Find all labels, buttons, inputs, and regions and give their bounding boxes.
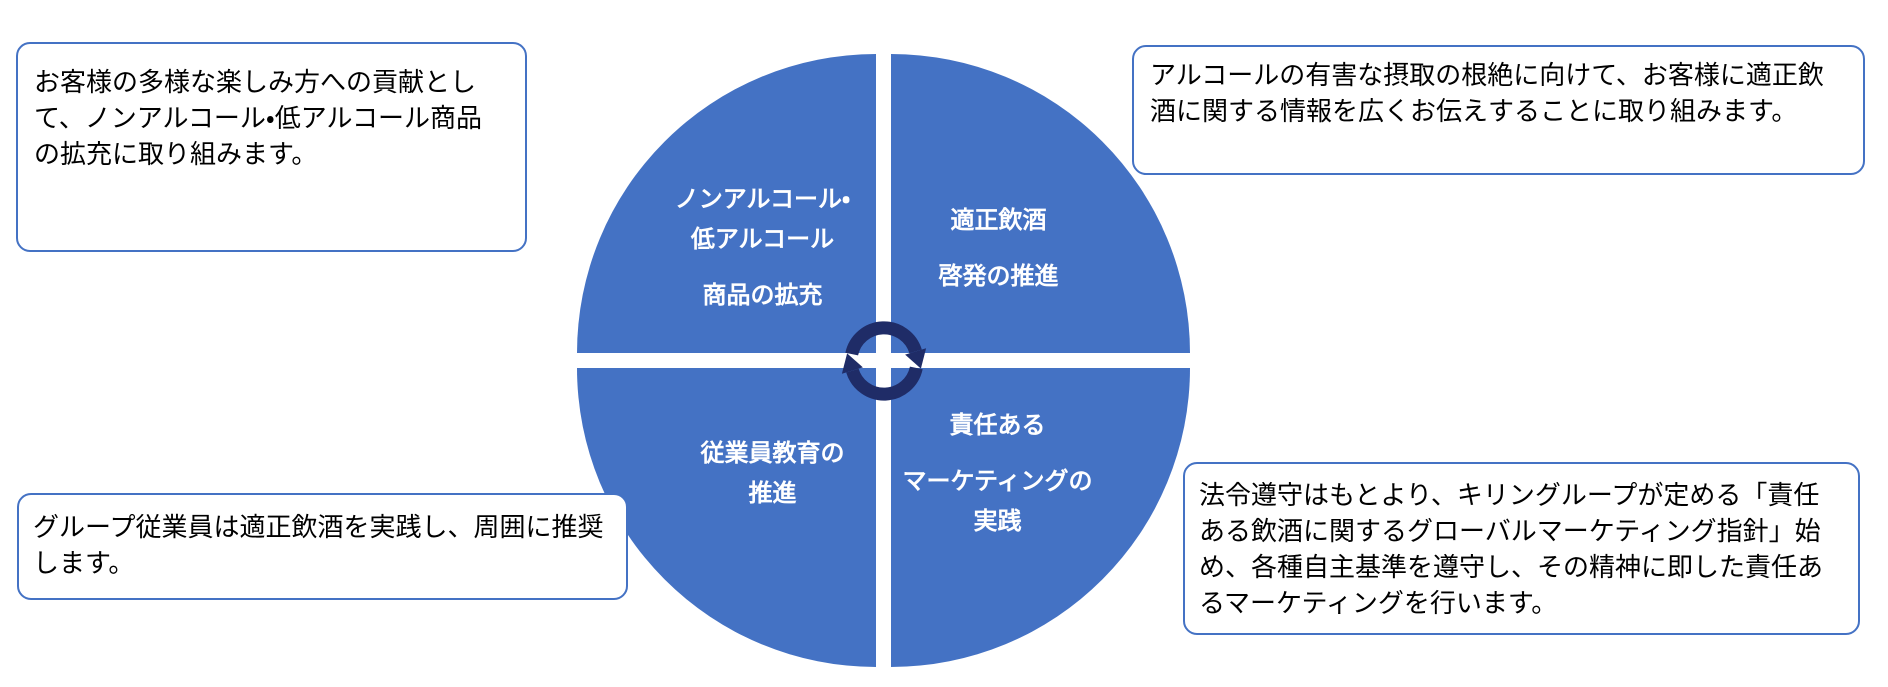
quadrant-label-line: 商品の拡充 (702, 281, 823, 309)
quadrant-label-line: 推進 (748, 479, 797, 507)
callout-responsible-marketing: 法令遵守はもとより、キリングループが定める「責任ある飲酒に関するグローバルマーケ… (1183, 462, 1860, 635)
quadrant-label: 従業員教育の 推進 (701, 434, 845, 514)
callout-text: アルコールの有害な摂取の根絶に向けて、お客様に適正飲酒に関する情報を広くお伝えす… (1150, 60, 1824, 126)
callout-employee-education: グループ従業員は適正飲酒を実践し、周囲に推奨します。 (17, 493, 628, 600)
quadrant-label-line: マーケティングの (902, 467, 1093, 495)
callout-text: グループ従業員は適正飲酒を実践し、周囲に推奨します。 (33, 512, 604, 578)
quadrant-label-line: 低アルコール (690, 225, 835, 253)
quadrant-label-line: ノンアルコール・ (674, 185, 851, 213)
quadrant-label: 適正飲酒 啓発の推進 (939, 201, 1059, 297)
callout-moderate-drinking-awareness: アルコールの有害な摂取の根絶に向けて、お客様に適正飲酒に関する情報を広くお伝えす… (1132, 45, 1865, 175)
quadrant-label: 責任ある マーケティングの 実践 (902, 406, 1092, 542)
cycle-arrows-icon (829, 306, 939, 416)
quadrant-label-line: 適正飲酒 (950, 206, 1047, 234)
cycle-circle: ノンアルコール・ 低アルコール 商品の拡充 適正飲酒 啓発の推進 (577, 54, 1190, 667)
quadrant-label-line: 責任ある (949, 411, 1046, 439)
quadrant-moderate-drinking-awareness: 適正飲酒 啓発の推進 (891, 54, 1190, 353)
quadrant-label: ノンアルコール・ 低アルコール 商品の拡充 (675, 180, 850, 316)
callout-text: 法令遵守はもとより、キリングループが定める「責任ある飲酒に関するグローバルマーケ… (1199, 480, 1824, 618)
callout-text: お客様の多様な楽しみ方への貢献として、ノンアルコール・低アルコール商品の拡充に取… (34, 67, 482, 169)
quadrant-label-line: 従業員教育の (700, 439, 845, 467)
quadrant-label-line: 啓発の推進 (938, 262, 1059, 290)
callout-non-low-alcohol-expansion: お客様の多様な楽しみ方への貢献として、ノンアルコール・低アルコール商品の拡充に取… (16, 42, 527, 252)
quadrant-label-line: 実践 (973, 507, 1022, 535)
